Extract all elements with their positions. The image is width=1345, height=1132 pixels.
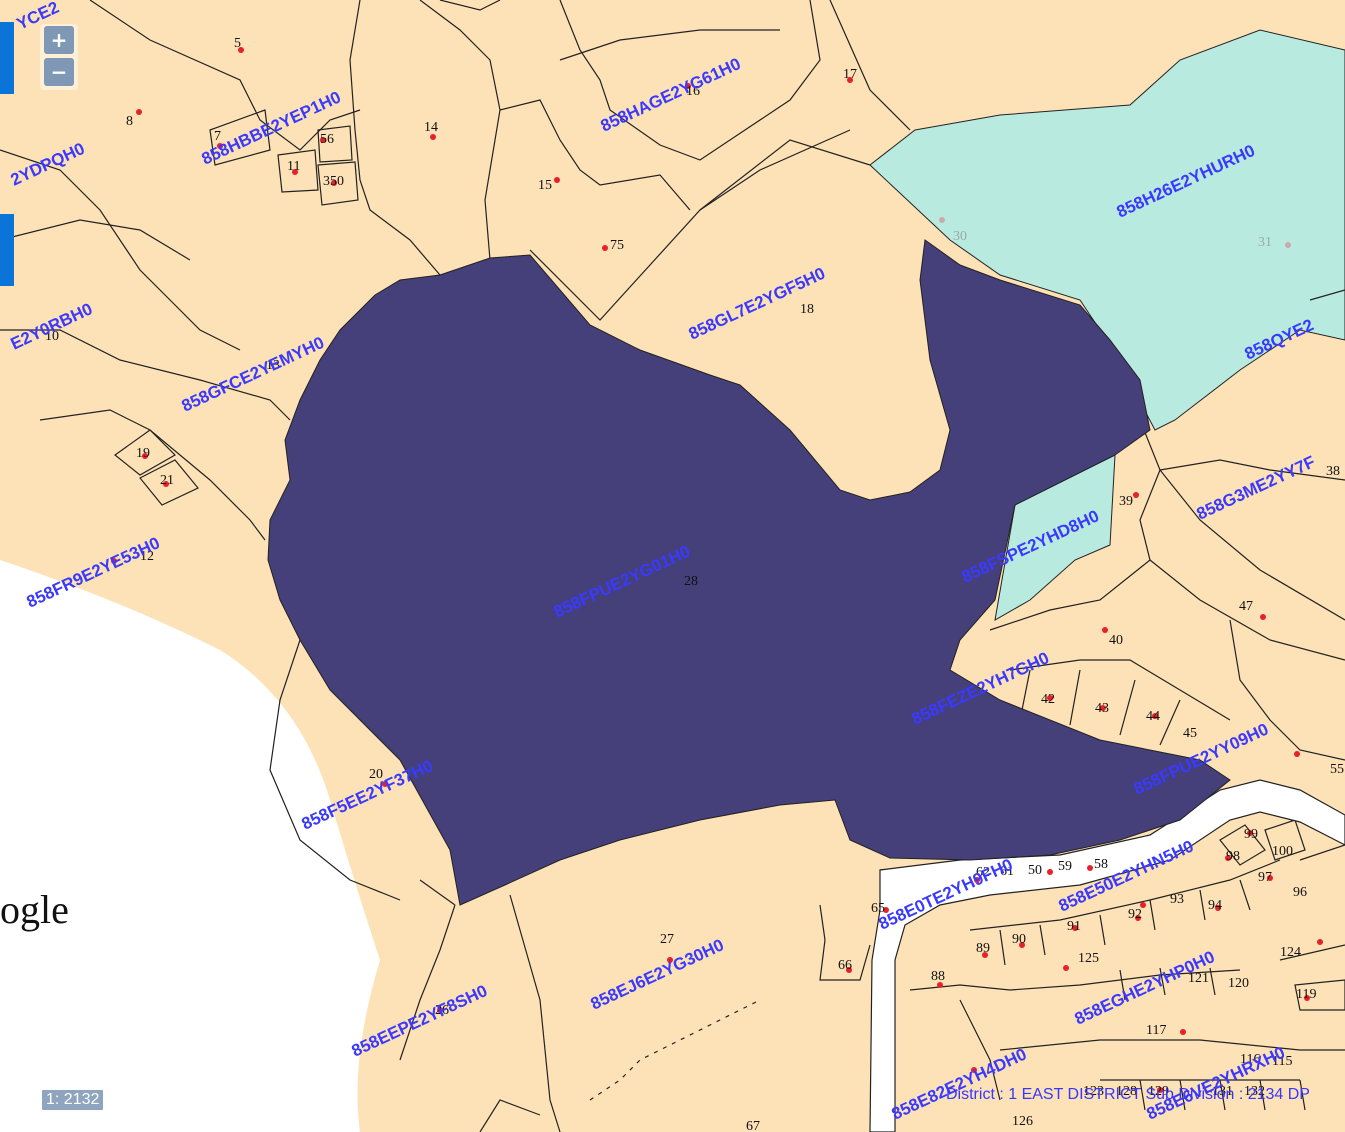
lot-label: 17: [843, 67, 857, 82]
lot-label: 65: [871, 901, 885, 916]
lot-label: 120: [1228, 976, 1249, 991]
lot-label: 30: [953, 229, 967, 244]
lot-label: 66: [838, 958, 852, 973]
lot-label: 40: [1109, 633, 1123, 648]
lot-label: 115: [1272, 1054, 1292, 1069]
lot-label: 45: [1183, 726, 1197, 741]
lot-label: 119: [1296, 987, 1316, 1002]
lot-label: 31: [1258, 235, 1272, 250]
lot-label: 116: [1240, 1052, 1260, 1067]
lot-label: 100: [1272, 844, 1293, 859]
lot-label: 11: [287, 159, 300, 174]
lot-label: 75: [610, 238, 624, 253]
lot-label: 350: [323, 174, 344, 189]
lot-label: 5: [234, 36, 241, 51]
water-area: [869, 29, 1345, 431]
lot-label: 10: [45, 329, 59, 344]
lot-label: 42: [1041, 692, 1055, 707]
side-panel-tab[interactable]: [0, 22, 14, 94]
lot-label: 67: [746, 1119, 760, 1132]
district-info: District : 1 EAST DISTRICT Sub Division …: [946, 1086, 1310, 1103]
lot-label: 124: [1280, 945, 1301, 960]
lot-label: 123: [1083, 1084, 1104, 1099]
lot-label: 125: [1078, 951, 1099, 966]
scale-indicator: 1: 2132: [40, 1088, 106, 1112]
lot-label: 12: [140, 549, 154, 564]
lot-label: 92: [1128, 907, 1142, 922]
lot-label: 14: [424, 120, 438, 135]
lot-label: 93: [1170, 892, 1184, 907]
lot-label: 58: [1094, 857, 1108, 872]
lot-label: 94: [1208, 898, 1222, 913]
lot-label: 126: [1012, 1114, 1033, 1129]
lot-label: 88: [931, 969, 945, 984]
lot-label: 61: [1000, 864, 1014, 879]
lot-label: 21: [160, 473, 174, 488]
lot-label: 117: [1146, 1023, 1166, 1038]
lot-label: 39: [1119, 494, 1133, 509]
lot-label: 99: [1244, 827, 1258, 842]
lot-label: 62: [976, 865, 990, 880]
lot-label: 27: [660, 932, 674, 947]
zoom-out-button[interactable]: −: [44, 58, 74, 86]
lot-label: 15: [538, 178, 552, 193]
lot-label: 20: [369, 767, 383, 782]
lot-label: 44: [1146, 709, 1160, 724]
lot-label: 132: [1244, 1084, 1265, 1099]
lot-label: 7: [214, 129, 221, 144]
lot-label: 98: [1226, 849, 1240, 864]
lot-number-labels: 5 8 7 56 11 350 14 16 17 15 75 18 30 31 …: [45, 36, 1344, 1132]
coast-white: [0, 560, 380, 1132]
lot-label: 131: [1212, 1084, 1233, 1099]
lot-markers: [111, 47, 1323, 1093]
lot-label: 38: [1326, 464, 1340, 479]
lot-label: 59: [1058, 859, 1072, 874]
lot-label: 128: [1116, 1084, 1137, 1099]
lot-label: 90: [1012, 932, 1026, 947]
lot-label: 8: [126, 114, 133, 129]
attribution-text: ogle: [0, 887, 69, 932]
lot-label: 13: [266, 358, 280, 373]
lot-label: 89: [976, 941, 990, 956]
zoom-in-button[interactable]: +: [44, 26, 74, 54]
selected-parcel-28[interactable]: [267, 239, 1231, 906]
side-panel-tab[interactable]: [0, 214, 14, 286]
lot-label: 26: [435, 1003, 449, 1018]
lot-label: 55: [1330, 762, 1344, 777]
lot-label: 16: [686, 84, 700, 99]
lot-label: 96: [1293, 885, 1307, 900]
lot-label: 43: [1095, 701, 1109, 716]
lot-label: 47: [1239, 599, 1253, 614]
lot-label: 97: [1258, 870, 1272, 885]
lot-label: 129: [1148, 1084, 1169, 1099]
lot-label: 121: [1188, 971, 1209, 986]
lot-label: 50: [1028, 863, 1042, 878]
lot-label: 28: [684, 574, 698, 589]
lot-label: 19: [136, 446, 150, 461]
lot-label: 91: [1067, 919, 1081, 934]
lot-label: 56: [320, 132, 334, 147]
lot-label: 18: [800, 302, 814, 317]
